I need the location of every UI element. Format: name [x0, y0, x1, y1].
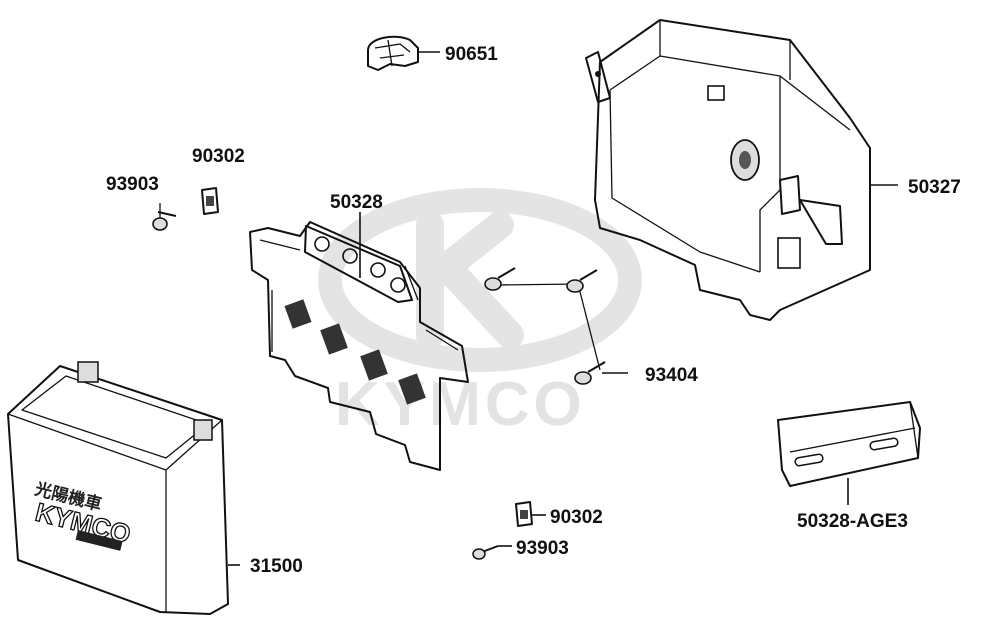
bolt-3 [574, 361, 606, 385]
bolt-1 [484, 267, 516, 291]
label-31500: 31500 [250, 556, 303, 577]
label-90302-top: 90302 [192, 146, 245, 167]
part-93404-bolts [484, 267, 628, 385]
label-93903-top: 93903 [106, 174, 159, 195]
part-90302-clip-nut-bottom [515, 501, 546, 527]
part-31500-battery: 光陽機車 KYMCO [7, 361, 240, 615]
part-93903-screw-top [152, 203, 177, 231]
part-93903-screw-bottom [472, 545, 512, 560]
label-93903-bottom: 93903 [516, 538, 569, 559]
part-90302-clip-nut-top [201, 187, 219, 215]
label-50328-AGE3: 50328-AGE3 [797, 511, 908, 532]
label-93404: 93404 [645, 365, 698, 386]
bolt-2 [566, 269, 598, 293]
part-labels: 90651 90302 93903 50328 50327 93404 5032… [106, 44, 961, 577]
part-50328-battery-plate [249, 212, 469, 471]
label-50328: 50328 [330, 192, 383, 213]
label-90651: 90651 [445, 44, 498, 65]
part-90651-cable-clip [367, 35, 440, 71]
part-50328-AGE3-battery-pad [777, 401, 921, 505]
kymco-watermark-logo: KYMCO [318, 188, 642, 439]
label-50327: 50327 [908, 177, 961, 198]
label-90302-bottom: 90302 [550, 507, 603, 528]
part-50327-battery-box [585, 19, 898, 321]
